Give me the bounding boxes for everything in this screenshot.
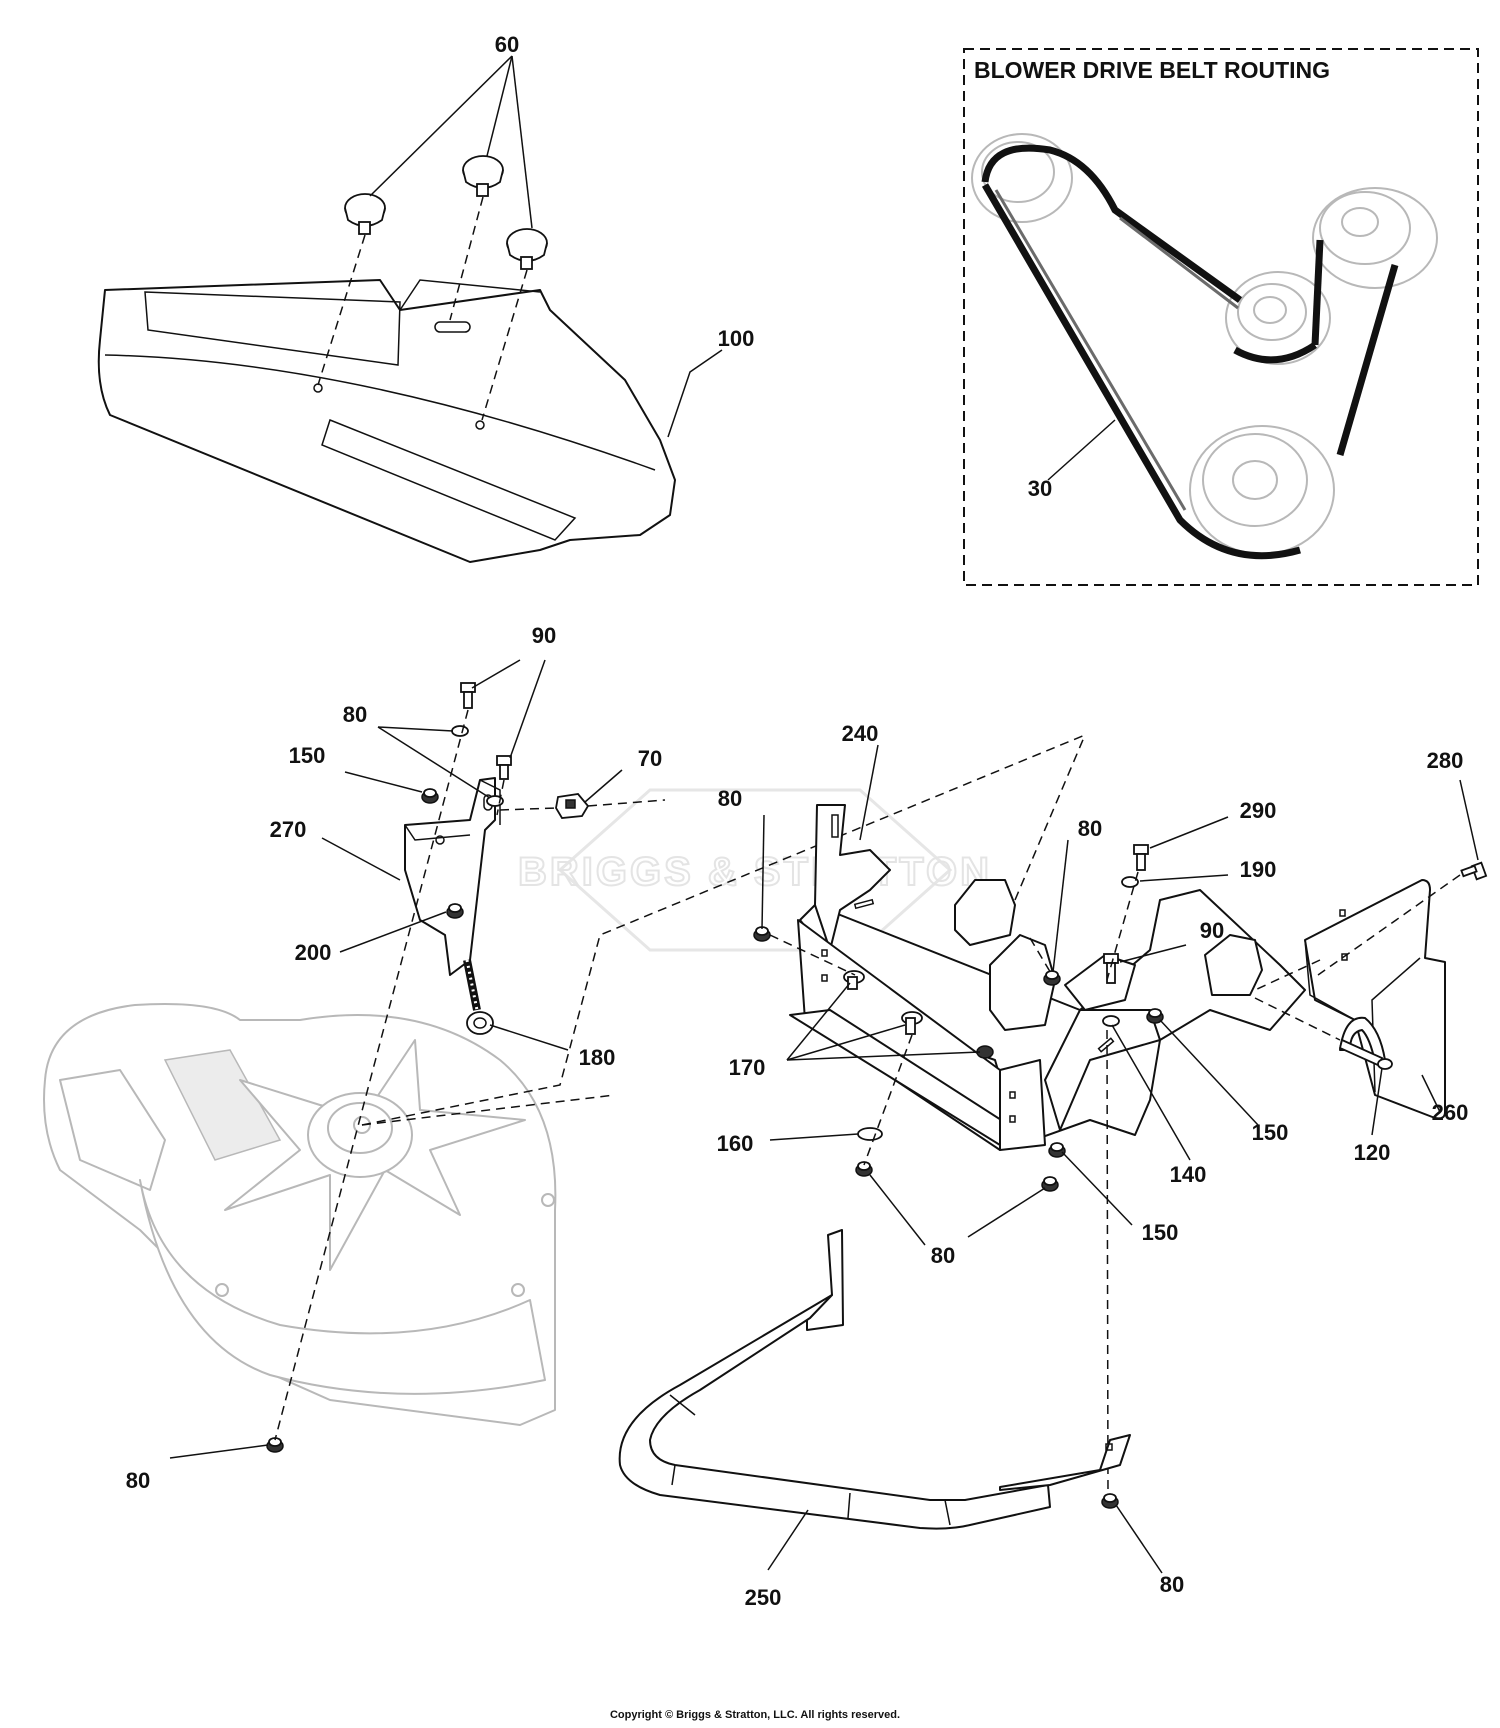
nut-150-under <box>1048 1142 1066 1158</box>
washer-icon <box>486 795 504 807</box>
callout-170: 170 <box>729 1055 766 1080</box>
callout-200: 200 <box>295 940 332 965</box>
watermark-text: BRIGGS & STRATTON <box>518 850 992 894</box>
callout-140: 140 <box>1170 1162 1207 1187</box>
callout-30: 30 <box>1028 476 1052 501</box>
copyright-notice: Copyright © Briggs & Stratton, LLC. All … <box>610 1709 900 1721</box>
callout-180: 180 <box>579 1045 616 1070</box>
callout-190: 190 <box>1240 857 1277 882</box>
callout-120: 120 <box>1354 1140 1391 1165</box>
bolt-280 <box>1460 861 1488 881</box>
leader-lines <box>169 55 1479 1574</box>
clip-nut-70 <box>555 793 590 819</box>
callout-260: 260 <box>1432 1100 1469 1125</box>
callout-150-under: 150 <box>1142 1220 1179 1245</box>
blower-housing-ghost <box>43 1003 557 1426</box>
bolt-90-lower <box>496 755 512 780</box>
callout-80-plate-mid: 80 <box>1078 816 1102 841</box>
knob-icon <box>506 228 548 270</box>
eyebolt-180 <box>463 959 494 1035</box>
washer-160 <box>857 1127 883 1141</box>
callout-280: 280 <box>1427 748 1464 773</box>
nut-150-plate <box>1146 1008 1164 1024</box>
nut-150 <box>421 788 439 804</box>
callout-100: 100 <box>718 326 755 351</box>
bumper-250 <box>618 1229 1131 1530</box>
nut-80-bottom <box>266 1437 284 1453</box>
callout-70: 70 <box>638 746 662 771</box>
callout-80-bumper: 80 <box>1160 1572 1184 1597</box>
callout-290: 290 <box>1240 798 1277 823</box>
carriage-bolt-170a <box>843 970 865 990</box>
callout-150-plate: 150 <box>1252 1120 1289 1145</box>
nut-80-under-right <box>1041 1176 1059 1192</box>
callout-80-plate-left: 80 <box>718 786 742 811</box>
washer-icon <box>451 725 469 737</box>
callout-90-plate: 90 <box>1200 918 1224 943</box>
bolt-90-plate <box>1103 953 1119 984</box>
brand-watermark: BRIGGS & STRATTON <box>517 788 992 952</box>
knobs-60 <box>317 155 548 421</box>
nut-80-bumper <box>1101 1493 1119 1509</box>
callout-labels: 60 100 30 90 80 150 70 270 200 180 240 8… <box>126 32 1469 1610</box>
belt-routing-inset: BLOWER DRIVE BELT ROUTING <box>963 48 1479 586</box>
nut-80-plate-mid <box>1043 970 1061 986</box>
shield-260 <box>1304 879 1446 1120</box>
bracket-270 <box>404 777 501 976</box>
callout-270: 270 <box>270 817 307 842</box>
callout-60: 60 <box>495 32 519 57</box>
knob-icon <box>344 193 386 235</box>
carriage-bolt-170b <box>901 1011 923 1035</box>
nut-80-plate-left <box>753 926 771 942</box>
callout-150-upper: 150 <box>289 743 326 768</box>
callout-90-upper: 90 <box>532 623 556 648</box>
hitch-pin-120 <box>1338 1016 1393 1070</box>
callout-250: 250 <box>745 1585 782 1610</box>
bolt-90-upper <box>460 682 476 709</box>
washer-140 <box>1102 1015 1120 1027</box>
bolt-290 <box>1133 844 1149 871</box>
nut-200 <box>446 903 464 919</box>
knob-icon <box>462 155 504 197</box>
callout-240: 240 <box>842 721 879 746</box>
callout-80-bottom: 80 <box>126 1468 150 1493</box>
callout-80-upper: 80 <box>343 702 367 727</box>
mount-plate-240 <box>789 804 1306 1151</box>
inset-title: BLOWER DRIVE BELT ROUTING <box>974 57 1330 83</box>
callout-80-under: 80 <box>931 1243 955 1268</box>
callout-160: 160 <box>717 1131 754 1156</box>
washer-190 <box>1121 876 1139 888</box>
belt-cover-100 <box>97 279 676 563</box>
